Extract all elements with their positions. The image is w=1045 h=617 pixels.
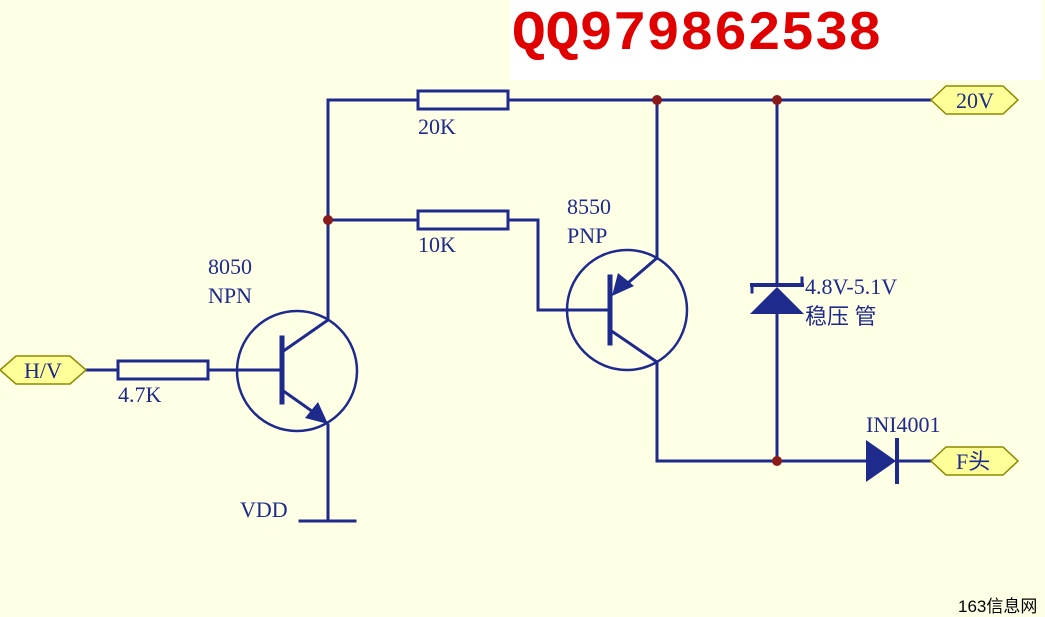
junction-dot <box>323 215 333 225</box>
port-hv: H/V <box>0 355 88 385</box>
npn-model-label: 8050 <box>208 254 252 279</box>
npn-body <box>235 309 359 433</box>
port-hv-shape <box>0 355 88 385</box>
port-hv-label: H/V <box>24 358 62 383</box>
junctions <box>323 95 782 466</box>
diode-triangle <box>866 440 896 482</box>
port-f: F头 <box>929 446 1020 476</box>
npn-type-label: NPN <box>208 283 252 308</box>
port-f-label: F头 <box>956 449 990 474</box>
npn-emitter-arrow <box>305 402 328 424</box>
resistor-4-7k <box>116 359 210 381</box>
port-f-shape <box>929 446 1020 476</box>
resistor-4-7k-label: 4.7K <box>118 382 162 407</box>
port-20v-label: 20V <box>956 88 994 113</box>
resistor-20k <box>416 89 510 111</box>
wire-pnp-collector <box>655 360 868 463</box>
zener-name-label: 稳压 管 <box>805 304 877 329</box>
npn-transistor <box>235 309 359 433</box>
port-20v-shape <box>929 85 1020 115</box>
junction-dot <box>772 456 782 466</box>
npn-emitter-lead <box>279 387 319 417</box>
watermark-text: QQ979862538 <box>512 2 882 66</box>
junction-dot <box>772 95 782 105</box>
junction-dot <box>652 95 662 105</box>
zener-triangle <box>750 287 804 314</box>
pnp-body <box>565 248 689 372</box>
zener-diode <box>750 276 804 314</box>
wires <box>83 98 937 523</box>
pnp-type-label: PNP <box>567 223 607 248</box>
npn-collector-lead <box>279 317 331 355</box>
diode-model-label: INI4001 <box>866 412 941 437</box>
resistor-20k-label: 20K <box>418 114 456 139</box>
port-20v: 20V <box>929 85 1020 115</box>
pnp-transistor <box>565 248 689 372</box>
resistor-10k <box>416 209 510 231</box>
ground-label: VDD <box>240 497 288 522</box>
pnp-emitter-arrow <box>612 273 634 296</box>
site-watermark: 163信息网 <box>958 597 1038 616</box>
watermark-background <box>510 0 1042 80</box>
wire-pnp-base <box>506 218 612 312</box>
rectifier-diode <box>866 438 899 484</box>
pnp-model-label: 8550 <box>567 194 611 219</box>
zener-voltage-label: 4.8V-5.1V <box>805 274 897 299</box>
pnp-collector-lead <box>607 327 660 365</box>
resistor-10k-label: 10K <box>418 232 456 257</box>
